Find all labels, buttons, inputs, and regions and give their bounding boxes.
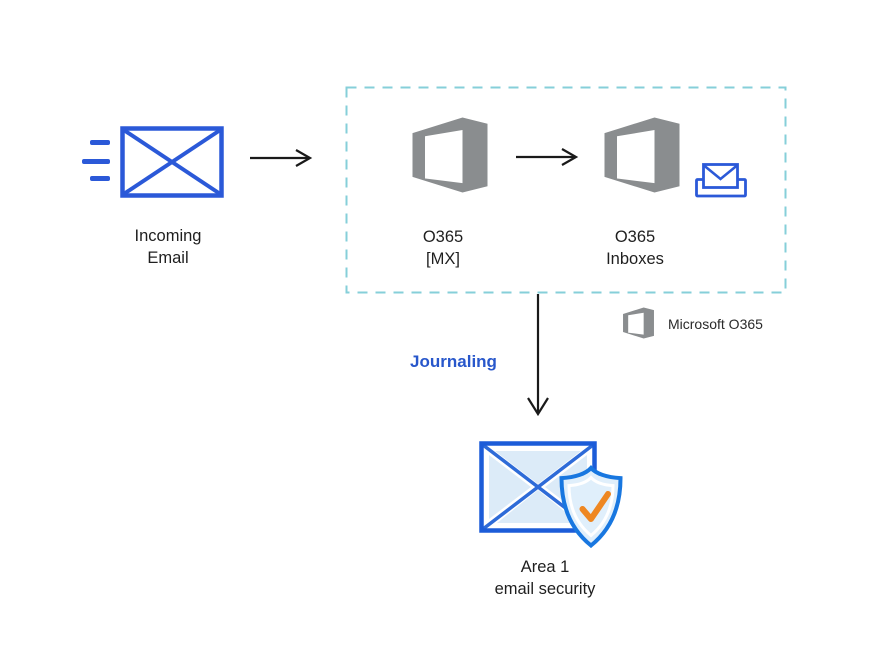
incoming-email-label: Incoming Email xyxy=(88,225,248,269)
office365-logo-legend-icon xyxy=(623,307,654,339)
arrow-right-icon xyxy=(516,148,579,166)
office365-logo-inboxes-icon xyxy=(604,117,680,193)
inbox-envelope-icon xyxy=(695,163,747,198)
shield-check-icon xyxy=(559,465,623,549)
o365-inboxes-label-line1: O365 xyxy=(614,228,656,246)
o365-mx-label-line1: O365 xyxy=(422,228,464,246)
incoming-email-label-line2: Email xyxy=(147,249,189,267)
motion-lines-icon xyxy=(82,140,110,181)
office365-logo-mx-icon xyxy=(412,117,488,193)
o365-inboxes-label-line2: Inboxes xyxy=(606,250,664,268)
area1-label: Area 1 email security xyxy=(445,556,645,600)
incoming-envelope-icon xyxy=(120,126,224,198)
microsoft-o365-legend-label: Microsoft O365 xyxy=(668,316,763,332)
o365-boundary-box xyxy=(345,86,787,294)
journaling-label: Journaling xyxy=(410,352,497,371)
o365-mx-label: O365 [MX] xyxy=(363,226,523,270)
area1-label-line2: email security xyxy=(494,580,596,598)
o365-mx-label-line2: [MX] xyxy=(426,250,460,268)
area1-label-line1: Area 1 xyxy=(520,558,570,576)
arrow-down-icon xyxy=(527,294,549,417)
incoming-email-label-line1: Incoming xyxy=(134,227,202,245)
arrow-right-icon xyxy=(250,149,313,167)
o365-inboxes-label: O365 Inboxes xyxy=(555,226,715,270)
